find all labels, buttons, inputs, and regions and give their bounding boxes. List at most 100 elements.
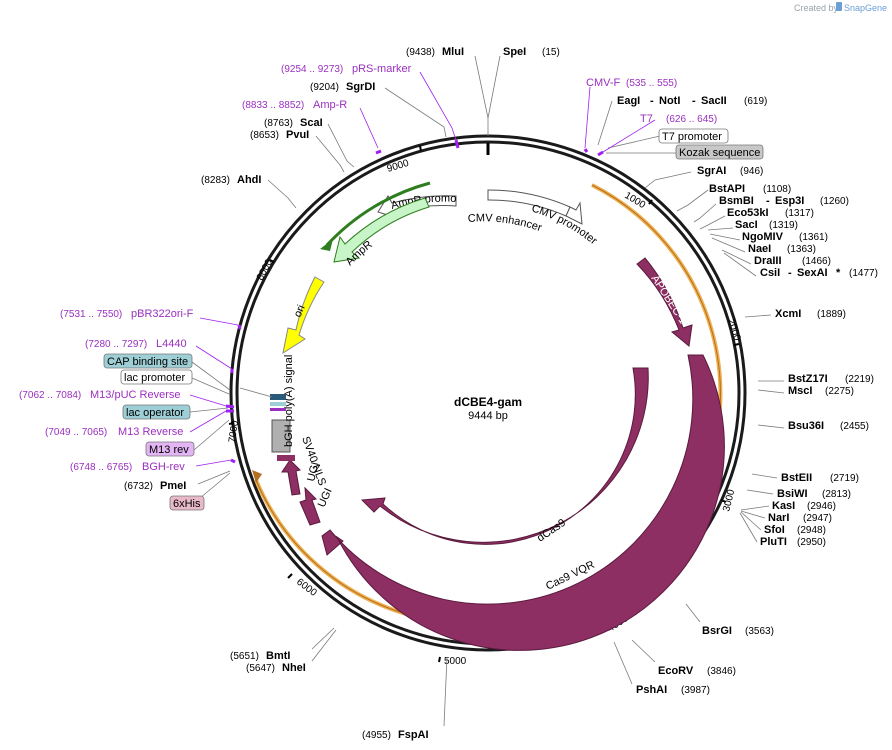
site-pos-bsu36i: (2455): [840, 421, 869, 432]
site-pos-sgrai: (946): [740, 166, 763, 177]
leader-t7-promoter: [607, 135, 661, 149]
site-pos-pluti: (2950): [797, 537, 826, 548]
leader-eco53ki: [699, 215, 726, 230]
site-name-pvui: PvuI: [286, 129, 309, 141]
leader-primer-ampr: [359, 107, 379, 149]
site-name-sacii: SacII: [701, 95, 727, 107]
tick-5000: [438, 656, 441, 663]
ugi-1-label: UGI: [316, 486, 335, 509]
leader-primer-cmvf: [584, 86, 591, 149]
tick-7000: [228, 422, 235, 425]
site-name-sgrdi: SgrDI: [346, 81, 375, 93]
primer-mark-pbr: [237, 324, 242, 330]
cmv-promoter-arrow: [565, 201, 583, 225]
leader-primer-bgh: [195, 459, 232, 467]
tick-1000: [648, 199, 653, 205]
site-pos-ahdi: (8283): [201, 175, 230, 186]
primer-name-t7: T7: [640, 113, 653, 125]
lac-operator-text: lac operator: [126, 407, 184, 419]
site-pos-bsteii: (2719): [830, 473, 859, 484]
leader-sgrdi: [384, 87, 447, 138]
tick-label-5000: 5000: [444, 656, 467, 667]
primer-pos-ampr: (8833 .. 8852): [242, 100, 304, 111]
leader-bsrgi: [685, 603, 701, 623]
site-name-pshai: PshAI: [636, 684, 667, 696]
t7-promoter-box: [658, 128, 729, 144]
his-tag-box: [169, 495, 205, 511]
leader-kasi: [740, 505, 770, 511]
right-site-labels: EagI - NotI - SacII (619) SgrAI (946) Bs…: [617, 95, 878, 696]
site-pos-saci: (1319): [769, 220, 798, 231]
site-name-ecorv: EcoRV: [658, 665, 694, 677]
primer-pos-l4440: (7280 .. 7297): [85, 339, 147, 350]
site-pos-bmti: (5651): [230, 651, 259, 662]
site-pos-eco53ki: (1317): [785, 208, 814, 219]
leader-lac-promoter: [191, 377, 230, 395]
tick-label-2000: 2000: [725, 318, 742, 343]
site-name-xcmi: XcmI: [775, 308, 801, 320]
site-name-eagi: EagI: [617, 95, 640, 107]
site-name-bstapi: BstAPI: [709, 183, 745, 195]
site-name-saci: SacI: [735, 219, 758, 231]
site-pos-kasi: (2946): [807, 501, 836, 512]
site-name-bsmbi: BsmBI: [719, 195, 754, 207]
site-pos-bsiwi: (2813): [822, 489, 851, 500]
ampr-orf-arrow: [320, 239, 333, 251]
site-name-nari: NarI: [768, 512, 789, 524]
primer-mark-ampr: [375, 149, 382, 155]
leader-primer-l4440: [195, 345, 233, 370]
bgh-polya-box: [271, 419, 291, 453]
site-name-pluti: PluTI: [760, 536, 787, 548]
primer-pos-t7: (626 .. 645): [666, 114, 717, 125]
leader-sfoi: [740, 511, 762, 531]
leader-bsmbi: [693, 203, 717, 223]
site-pos-mlui: (9438): [406, 47, 435, 58]
his-tag-text: 6xHis: [173, 498, 201, 510]
leader-nhei: [311, 629, 337, 662]
leader-bstapi: [676, 189, 709, 212]
cap-binding-site-box: [103, 353, 193, 369]
sv40-nls-marker: [277, 455, 295, 461]
apobec-cds-arrow: [636, 257, 693, 347]
primer-mark-cmvf: [583, 148, 589, 153]
snapgene-logo-icon: [836, 2, 842, 11]
lac-promoter-box: [120, 369, 193, 385]
site-name-spei: SpeI: [503, 46, 526, 58]
leader-bsiwi: [746, 489, 774, 495]
cmv-enhancer-label: CMV enhancer: [467, 212, 543, 234]
site-sep-eagi-1: -: [650, 95, 654, 107]
site-pos-pvui: (8653): [250, 130, 279, 141]
cap-binding-site-text: CAP binding site: [107, 356, 188, 368]
dcas9-label: dCas9: [535, 517, 568, 545]
leader-nari: [740, 510, 766, 519]
apobec-label: APOBEC-1: [648, 273, 688, 326]
leader-primer-prs: [419, 71, 457, 141]
site-name-bsrgi: BsrGI: [702, 625, 732, 637]
site-name-ngomiv: NgoMIV: [742, 231, 784, 243]
tick-3000: [720, 499, 727, 503]
site-pos-sgrdi: (9204): [310, 82, 339, 93]
site-pos-draiii: (1466): [802, 256, 831, 267]
lac-promoter-text: lac promoter: [124, 372, 185, 384]
site-name-msci: MscI: [788, 385, 812, 397]
primer-name-prs: pRS-marker: [352, 63, 412, 75]
site-star-sexai: *: [836, 267, 841, 279]
site-pos-nhei: (5647): [246, 663, 275, 674]
primer-name-m13rev: M13 Reverse: [118, 426, 183, 438]
primer-marks: [225, 139, 604, 464]
site-name-sexai: SexAI: [797, 267, 828, 279]
leader-pshai: [613, 641, 633, 685]
leader-cap: [191, 361, 231, 391]
leader-msci: [757, 389, 785, 394]
primer-name-l4440: L4440: [156, 338, 187, 350]
leader-primer-t7: [602, 119, 656, 153]
primer-name-ampr: Amp-R: [313, 99, 347, 111]
site-name-pmei: PmeI: [160, 480, 186, 492]
leader-eagi: [597, 100, 613, 146]
site-name-sgrai: SgrAI: [697, 165, 726, 177]
leader-lac-operator: [189, 407, 229, 413]
site-name-eco53ki: Eco53kI: [727, 207, 769, 219]
cas9-vqr-cds-arrow: [321, 354, 725, 651]
leader-sgrai: [644, 171, 692, 189]
